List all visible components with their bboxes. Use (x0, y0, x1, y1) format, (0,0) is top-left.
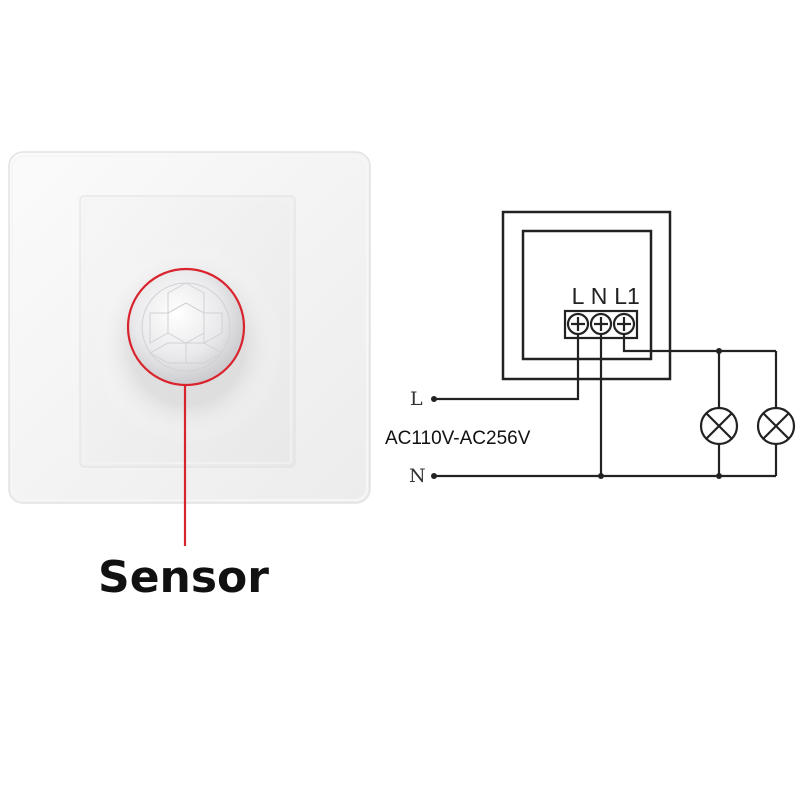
switch-outer-frame (501, 210, 672, 381)
lamp-icon (756, 406, 796, 446)
terminal-screw-l1 (612, 312, 636, 336)
line-input-node (431, 396, 437, 402)
line-wire (434, 334, 580, 401)
neutral-junction (598, 473, 604, 479)
switch-inner-frame (521, 229, 653, 361)
terminal-label-l1: L1 (614, 283, 640, 309)
neutral-wire (434, 334, 603, 478)
terminal-screw-l (566, 312, 590, 336)
terminal-label-l: L (572, 283, 585, 309)
lamp-icon (699, 406, 739, 446)
terminal-screw-n (589, 312, 613, 336)
terminal-label-n: N (591, 283, 608, 309)
neutral-input-node (431, 473, 437, 479)
load-wire (622, 334, 776, 353)
fresnel-lens-pattern (141, 282, 231, 372)
supply-voltage-label: AC110V-AC256V (385, 428, 531, 449)
wiring-diagram (431, 210, 796, 479)
sensor-caption: Sensor (98, 552, 269, 603)
supply-neutral-label: N (409, 465, 426, 487)
pir-sensor-dome (129, 270, 243, 384)
supply-line-label: L (410, 388, 423, 410)
